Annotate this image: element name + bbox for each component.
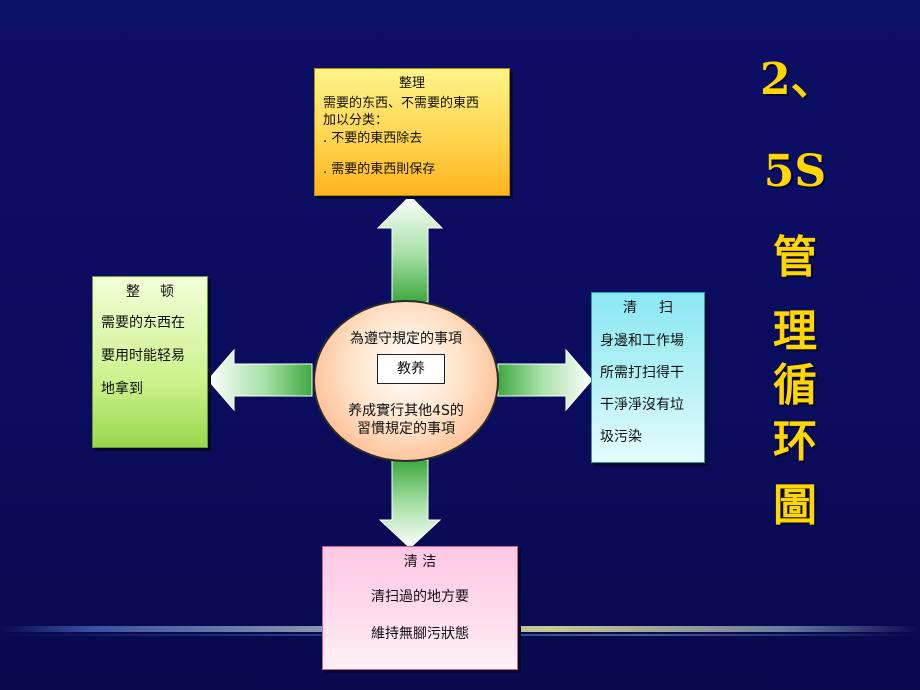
box-seiketsu-line: 清扫過的地方要 [371, 588, 469, 605]
box-seiton-line: 要用时能轻易 [101, 347, 185, 364]
side-title-char: 5S [763, 146, 827, 197]
center-line: 為遵守規定的事項 [350, 331, 462, 347]
box-seiketsu-line: 維持無腳污狀態 [371, 625, 469, 642]
center-line: 养成實行其他4S的 [348, 403, 464, 419]
side-title-char: 理 [773, 306, 817, 357]
box-seiso-line: 圾污染 [600, 428, 642, 445]
side-title-char: 管 [773, 232, 817, 283]
side-title-char: 2、 [760, 54, 835, 105]
box-seiton-line: 需要的东西在 [101, 314, 185, 331]
side-title-char: 循 [773, 360, 817, 411]
box-seiso-line: 所需打扫得干 [600, 364, 684, 381]
center-description: 养成實行其他4S的 習慣規定的事項 [315, 402, 497, 438]
box-seiri-line: 需要的东西、不需要的東西 [323, 95, 480, 111]
arrow-up [376, 195, 444, 303]
box-seiso-line: 身邊和工作場 [600, 332, 684, 349]
box-seiton-line: 地拿到 [101, 380, 143, 397]
box-seiri-line: . 需要的東西則保存 [323, 162, 436, 178]
box-seiketsu-title: 清 洁 [403, 554, 437, 570]
center-ellipse-shitsuke: 為遵守規定的事項 教养 养成實行其他4S的 習慣規定的事項 [313, 300, 499, 462]
box-seiri-line: 加以分类： [323, 113, 389, 129]
arrow-right [497, 348, 593, 412]
box-seiketsu: 清 洁 清扫過的地方要 維持無腳污狀態 [322, 546, 518, 670]
arrow-down [378, 459, 442, 549]
center-badge: 教养 [377, 354, 445, 384]
box-seiso: 清扫 身邊和工作場 所需打扫得干 干淨淨沒有垃 圾污染 [591, 292, 705, 463]
side-title-char: 圖 [773, 480, 817, 531]
box-seiri-title: 整理 [398, 76, 425, 91]
side-title-char: 环 [773, 416, 817, 467]
box-seiri: 整理 需要的东西、不需要的東西 加以分类： . 不要的東西除去 . 需要的東西則… [314, 68, 510, 196]
box-seiton-title: 整顿 [126, 284, 194, 300]
arrow-left [207, 348, 313, 412]
box-seiso-title: 清扫 [623, 300, 695, 316]
box-seiso-line: 干淨淨沒有垃 [600, 396, 684, 413]
box-seiton: 整顿 需要的东西在 要用时能轻易 地拿到 [92, 276, 208, 448]
box-seiri-line: . 不要的東西除去 [323, 130, 423, 146]
center-line: 習慣規定的事項 [357, 421, 455, 438]
